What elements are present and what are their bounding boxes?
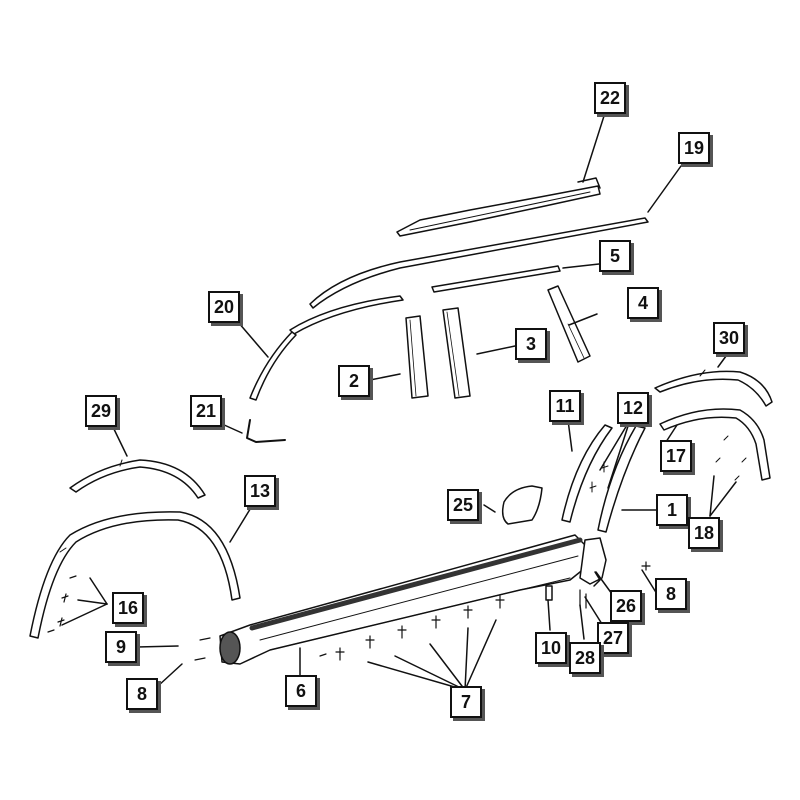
callout-17[interactable]: 17: [660, 440, 692, 472]
part-roof-drip-molding: [309, 217, 649, 309]
callout-13[interactable]: 13: [244, 475, 276, 507]
part-rear-wheel-opening-molding: [659, 408, 771, 481]
part-rear-door-upper-molding: [431, 265, 561, 293]
callout-22[interactable]: 22: [594, 82, 626, 114]
part-rear-door-molding-12: [597, 425, 646, 533]
callout-7[interactable]: 7: [450, 686, 482, 718]
callout-5[interactable]: 5: [599, 240, 631, 272]
callout-19[interactable]: 19: [678, 132, 710, 164]
clips-18: [715, 435, 747, 481]
callout-8-left[interactable]: 8: [126, 678, 158, 710]
part-roof-rail: [396, 177, 601, 237]
callout-25[interactable]: 25: [447, 489, 479, 521]
callout-21[interactable]: 21: [190, 395, 222, 427]
callout-3[interactable]: 3: [515, 328, 547, 360]
callout-27[interactable]: 27: [597, 622, 629, 654]
callout-12[interactable]: 12: [617, 392, 649, 424]
callout-9[interactable]: 9: [105, 631, 137, 663]
callout-8-right[interactable]: 8: [655, 578, 687, 610]
part-rear-door-molding-11: [561, 424, 613, 523]
callout-4[interactable]: 4: [627, 287, 659, 319]
callout-16[interactable]: 16: [112, 592, 144, 624]
callout-1[interactable]: 1: [656, 494, 688, 526]
part-front-wheel-opening-molding: [29, 511, 241, 639]
part-front-wheel-flare: [69, 459, 206, 499]
part-splash-guard-bracket: [579, 537, 607, 585]
part-fuel-door: [501, 485, 543, 525]
callout-30[interactable]: 30: [713, 322, 745, 354]
clips-12: [589, 461, 609, 493]
part-c-pillar-applique: [547, 285, 591, 363]
callout-11[interactable]: 11: [549, 390, 581, 422]
callout-20[interactable]: 20: [208, 291, 240, 323]
part-front-door-upper-molding: [289, 295, 404, 335]
callout-10[interactable]: 10: [535, 632, 567, 664]
callout-6[interactable]: 6: [285, 675, 317, 707]
callout-18[interactable]: 18: [688, 517, 720, 549]
part-a-pillar-molding: [249, 331, 297, 401]
leader-lines: [61, 115, 737, 691]
callout-26[interactable]: 26: [610, 590, 642, 622]
part-windshield-molding-end: [246, 419, 286, 443]
part-rear-wheel-flare: [654, 370, 773, 407]
callout-28[interactable]: 28: [569, 642, 601, 674]
part-push-pin: [545, 585, 553, 601]
callout-2[interactable]: 2: [338, 365, 370, 397]
part-b-pillar-applique-rear: [442, 307, 471, 399]
part-b-pillar-applique-front: [405, 315, 429, 399]
callout-29[interactable]: 29: [85, 395, 117, 427]
fastener-clips: [47, 561, 651, 661]
part-rocker-molding: [219, 534, 586, 665]
